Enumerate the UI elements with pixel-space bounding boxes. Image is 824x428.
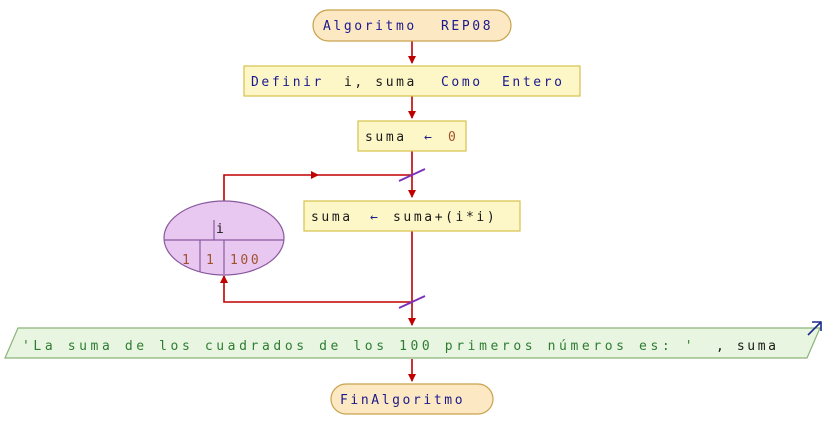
- assign-init-value: 0: [448, 130, 458, 145]
- assign-body-expr: suma+(i*i): [393, 210, 497, 225]
- assign-body-var: suma: [311, 210, 353, 225]
- end-label: FinAlgoritmo: [340, 393, 465, 408]
- loop-mark-top: [398, 168, 426, 182]
- start-terminal[interactable]: Algoritmo REP08: [312, 9, 512, 42]
- define-como-keyword: Como: [441, 75, 483, 90]
- algorithm-name: REP08: [441, 19, 493, 34]
- loop-variable: i: [216, 222, 226, 237]
- output-expression: , suma: [716, 339, 779, 354]
- define-keyword: Definir: [251, 75, 324, 90]
- define-type: Entero: [502, 75, 565, 90]
- assign-process-body[interactable]: suma ← suma+(i*i): [303, 200, 521, 232]
- output-node[interactable]: 'La suma de los cuadrados de los 100 pri…: [4, 327, 821, 359]
- assign-init-arrow: ←: [424, 130, 434, 145]
- loop-entry-connector: [223, 171, 319, 201]
- connectors: [220, 41, 416, 382]
- assign-body-arrow: ←: [370, 210, 380, 225]
- loop-return-connector: [220, 275, 412, 303]
- output-arrow-icon: [807, 321, 822, 336]
- define-process[interactable]: Definir i, suma Como Entero: [243, 65, 581, 97]
- loop-start-value: 1: [182, 253, 192, 268]
- start-keyword: Algoritmo: [323, 19, 417, 34]
- end-terminal[interactable]: FinAlgoritmo: [330, 383, 494, 415]
- define-vars: i, suma: [344, 75, 417, 90]
- loop-end-value: 100: [230, 253, 261, 268]
- assign-init-var: suma: [365, 130, 407, 145]
- loop-step-value: 1: [206, 253, 216, 268]
- assign-process-init[interactable]: suma ← 0: [357, 120, 467, 152]
- output-string: 'La suma de los cuadrados de los 100 pri…: [22, 339, 696, 354]
- loop-mark-bottom: [398, 295, 426, 309]
- for-loop-node[interactable]: i 1 1 100: [163, 200, 285, 276]
